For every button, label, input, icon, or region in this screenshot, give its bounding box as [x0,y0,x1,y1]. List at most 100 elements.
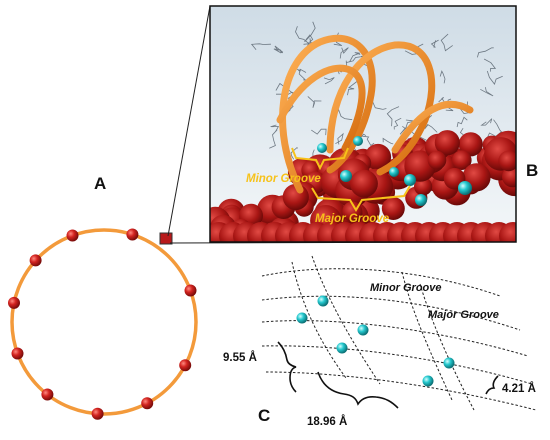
brace-9-55 [277,341,297,393]
base-wire [362,135,375,146]
base-wire [439,70,446,84]
lattice-sphere [443,357,455,369]
lattice-sphere [422,375,434,387]
lattice-curve [261,320,529,357]
ring-particle [184,284,197,297]
measurement-braces [277,341,499,409]
panel-b: Minor Groove Major Groove B [188,5,538,287]
base-wire [335,132,344,145]
ring-particle [126,228,139,241]
base-wire [456,116,468,128]
panel-label-c: C [258,406,270,425]
lattice-curve [265,371,537,411]
base-wire [311,128,327,136]
inset-sphere [389,167,399,177]
surface-atom [502,166,516,188]
surface-atom [195,249,221,275]
lattice-sphere [336,342,348,354]
lattice-diagonal [401,271,453,401]
base-wire [430,39,439,48]
ribbon-strand-4 [391,100,474,154]
surface-atom [364,143,392,171]
inset-cation-spheres [317,136,472,206]
base-wire [323,77,335,85]
base-wire [274,45,284,53]
brace-18-96 [317,371,399,409]
panel-c: Minor Groove Major Groove 9.55 Å 18.96 Å… [223,255,537,428]
ring-particle [11,347,24,360]
base-wire [269,129,278,149]
distance-label-18-96: 18.96 Å [307,415,347,428]
surface-atom [434,130,460,156]
base-wire [486,70,503,85]
base-wire [483,58,497,72]
base-wire [250,43,271,50]
ring-particle [179,359,192,372]
base-wire [339,47,349,59]
ring-particle [41,388,54,401]
lattice-minor-groove-label: Minor Groove [370,282,442,294]
surface-atom [452,150,472,170]
ring-particles [8,228,197,420]
base-wire [480,118,493,126]
surface-atom [404,150,436,182]
base-wire [477,47,494,58]
base-wire [273,48,283,54]
panel-label-b: B [526,161,538,180]
lattice-lines [261,255,537,411]
base-wire [382,137,394,145]
inset-minor-groove-label: Minor Groove [246,173,321,185]
lattice-sphere [296,312,308,324]
major-groove-brace [311,185,411,212]
surface-atom [414,177,433,196]
zoom-line-top [167,5,211,237]
minor-groove-brace [291,147,349,171]
surface-atom [499,222,516,242]
ring-particle [91,407,104,420]
base-wire [349,52,361,63]
lattice-diagonal [311,255,381,385]
panel-a: A [8,174,198,420]
base-wire [307,96,322,108]
ring-particle [141,397,154,410]
surface-atom [381,197,405,220]
base-wire [386,106,400,127]
lattice-curve [261,345,533,385]
lattice-major-groove-label: Major Groove [428,309,499,321]
inset-frame [209,5,517,243]
ribbon-strand-2 [326,41,436,176]
base-wire [347,81,358,96]
lattice-sphere [357,324,369,336]
inset-sphere [458,181,472,195]
inset-sphere [317,143,327,153]
groove-braces [291,147,411,212]
base-wire [304,21,316,43]
lattice-sphere [317,295,329,307]
base-wire [393,117,402,130]
base-wire [440,33,453,52]
inset-sphere [340,170,352,182]
base-wire [290,147,298,160]
surface-atom [458,132,483,157]
surface-atom [216,250,245,279]
ring-particle [8,296,20,309]
base-wire [480,87,494,97]
lattice-curve [261,295,521,331]
surface-atom [498,150,516,172]
ribbon-strand-3 [276,64,366,152]
surface-atom [427,150,447,170]
inset-major-groove-label: Major Groove [315,213,390,225]
inset-sphere [415,194,427,206]
surface-atom [188,249,224,285]
lattice-diagonal [291,261,347,379]
surface-atom [229,248,259,278]
lattice-curve [261,268,501,297]
distance-label-9-55: 9.55 Å [223,351,257,364]
base-wire [269,124,280,132]
brace-4-21 [485,375,499,395]
nanoparticle-ring [10,228,198,416]
surface-atom [203,252,238,287]
surface-atom [198,250,224,276]
distance-label-4-21: 4.21 Å [502,382,536,395]
